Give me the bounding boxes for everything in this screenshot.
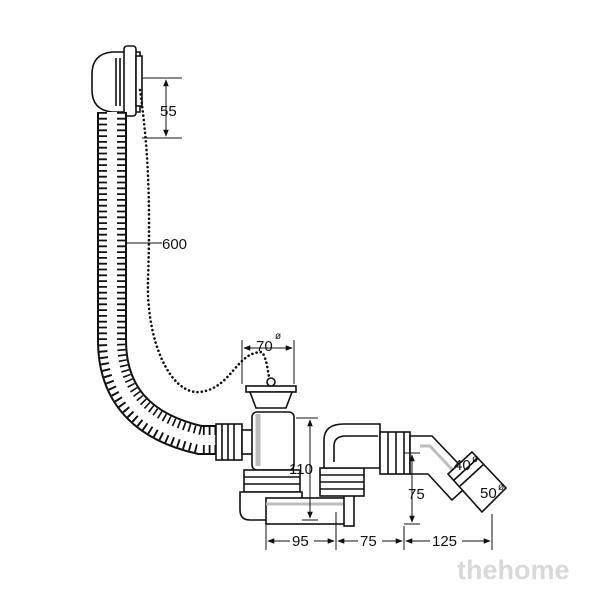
dim-label-75-vertical: 75 <box>408 486 425 503</box>
dim-label-55: 55 <box>160 103 177 120</box>
outlet-label-40: 40 <box>454 457 471 474</box>
diameter-mark-50: ø <box>498 482 504 493</box>
outlet-label-50: 50 <box>480 485 497 502</box>
dim-label-125: 125 <box>432 533 457 550</box>
diameter-mark-40: ø <box>472 454 478 465</box>
dim-label-110: 110 <box>289 461 313 478</box>
dim-70 <box>241 340 295 384</box>
watermark-text: thehome <box>457 555 570 585</box>
dim-label-70: 70 <box>256 338 273 355</box>
label-bg-95 <box>290 532 314 548</box>
dim-label-95: 95 <box>292 533 309 550</box>
hose-union <box>215 423 257 461</box>
label-bg-75 <box>358 532 382 548</box>
diameter-mark-70: ø <box>275 331 281 342</box>
overflow-head <box>91 45 143 117</box>
waste-plug <box>245 377 297 409</box>
dim-label-75-horizontal: 75 <box>360 533 377 550</box>
dim-75-vertical <box>404 452 420 525</box>
label-bg-125 <box>430 532 462 548</box>
riser-fitting <box>319 423 381 497</box>
bead-chain <box>138 88 274 394</box>
dim-110 <box>296 417 318 521</box>
dim-label-600: 600 <box>162 236 187 253</box>
corrugated-hose <box>97 112 228 455</box>
dim-55 <box>142 77 182 139</box>
